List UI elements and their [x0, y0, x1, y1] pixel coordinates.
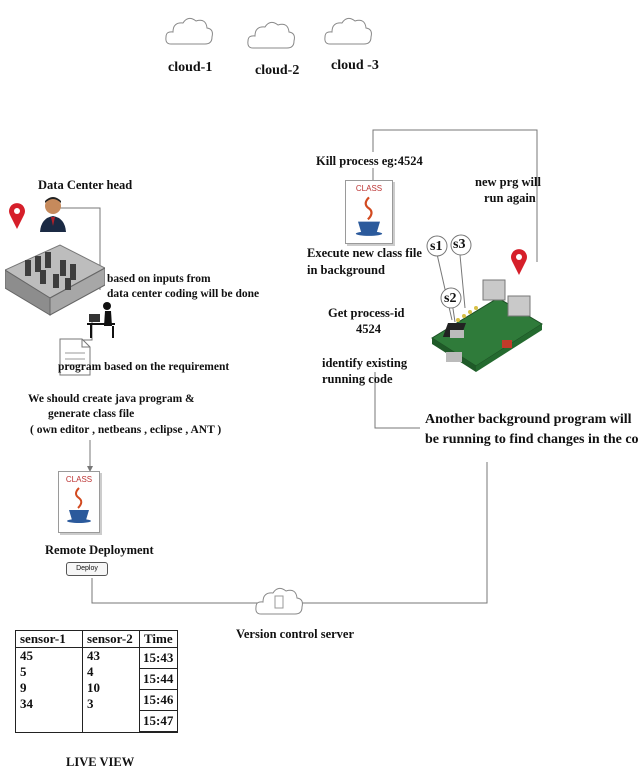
sensor-1-values: 45 5 9 34 [16, 648, 83, 733]
java-note-line-3: ( own editor , netbeans , eclipse , ANT … [30, 423, 221, 438]
coding-note-line-2: data center coding will be done [107, 287, 259, 302]
deploy-button[interactable]: Deploy [66, 562, 108, 576]
data-center-head-label: Data Center head [38, 178, 132, 193]
raspberry-pi-board-icon [428, 268, 546, 386]
cloud-icon [163, 12, 215, 50]
kill-process-label: Kill process eg:4524 [316, 154, 423, 169]
table-cell: 15:43 [140, 648, 177, 669]
table-cell: 15:47 [140, 711, 177, 732]
table-cell: 4 [87, 664, 135, 680]
new-prg-line-2: run again [484, 191, 536, 206]
class-file-label: CLASS [59, 475, 99, 484]
version-control-label: Version control server [236, 627, 354, 642]
identify-line-2: running code [322, 372, 393, 387]
manager-avatar-icon [38, 196, 68, 232]
java-class-file-icon: CLASS [345, 180, 393, 244]
time-values: 15:43 15:44 15:46 15:47 [140, 648, 178, 733]
cloud-1-label: cloud-1 [168, 60, 212, 75]
table-header-row: sensor-1 sensor-2 Time [16, 631, 178, 648]
execute-line-1: Execute new class file [307, 246, 422, 261]
java-note-line-2: generate class file [48, 407, 134, 422]
class-file-label: CLASS [346, 184, 392, 193]
cloud-2-label: cloud-2 [255, 63, 299, 78]
table-cell: 9 [20, 680, 78, 696]
version-control-cloud-icon [252, 582, 306, 620]
table-cell: 15:44 [140, 669, 177, 690]
column-header-time: Time [140, 631, 178, 648]
remote-deployment-label: Remote Deployment [45, 543, 154, 558]
get-pid-line-1: Get process-id [328, 306, 405, 321]
program-note: program based on the requirement [58, 360, 229, 375]
column-header-sensor-1: sensor-1 [16, 631, 83, 648]
table-cell: 15:46 [140, 690, 177, 711]
table-cell: 3 [87, 696, 135, 712]
get-pid-line-2: 4524 [356, 322, 381, 337]
table-cell: 5 [20, 664, 78, 680]
sensor-2-values: 43 4 10 3 [83, 648, 140, 733]
location-pin-icon [8, 202, 26, 230]
execute-line-2: in background [307, 263, 385, 278]
sensor-s1-label: s1 [430, 239, 442, 254]
java-class-file-icon: CLASS [58, 471, 100, 533]
java-cup-icon [346, 193, 392, 237]
column-header-sensor-2: sensor-2 [83, 631, 140, 648]
table-cell: 43 [87, 648, 135, 664]
cloud-icon [245, 16, 297, 54]
cloud-icon [322, 12, 374, 50]
developer-icon [85, 300, 121, 340]
identify-line-1: identify existing [322, 356, 407, 371]
new-prg-line-1: new prg will [475, 175, 541, 190]
background-line-1: Another background program will [425, 412, 632, 427]
cloud-3-label: cloud -3 [331, 58, 379, 73]
sensor-s3-label: s3 [453, 237, 465, 252]
table-cell: 45 [20, 648, 78, 664]
table-cell: 10 [87, 680, 135, 696]
coding-note-line-1: based on inputs from [107, 272, 211, 287]
live-view-table: sensor-1 sensor-2 Time 45 5 9 34 43 4 10… [15, 630, 178, 733]
background-line-2: be running to find changes in the code [425, 432, 638, 447]
java-note-line-1: We should create java program & [28, 392, 195, 407]
table-row: 45 5 9 34 43 4 10 3 15:43 15:44 15:46 15… [16, 648, 178, 733]
table-cell: 34 [20, 696, 78, 712]
live-view-caption: LIVE VIEW [66, 755, 134, 770]
java-cup-icon [59, 484, 99, 524]
